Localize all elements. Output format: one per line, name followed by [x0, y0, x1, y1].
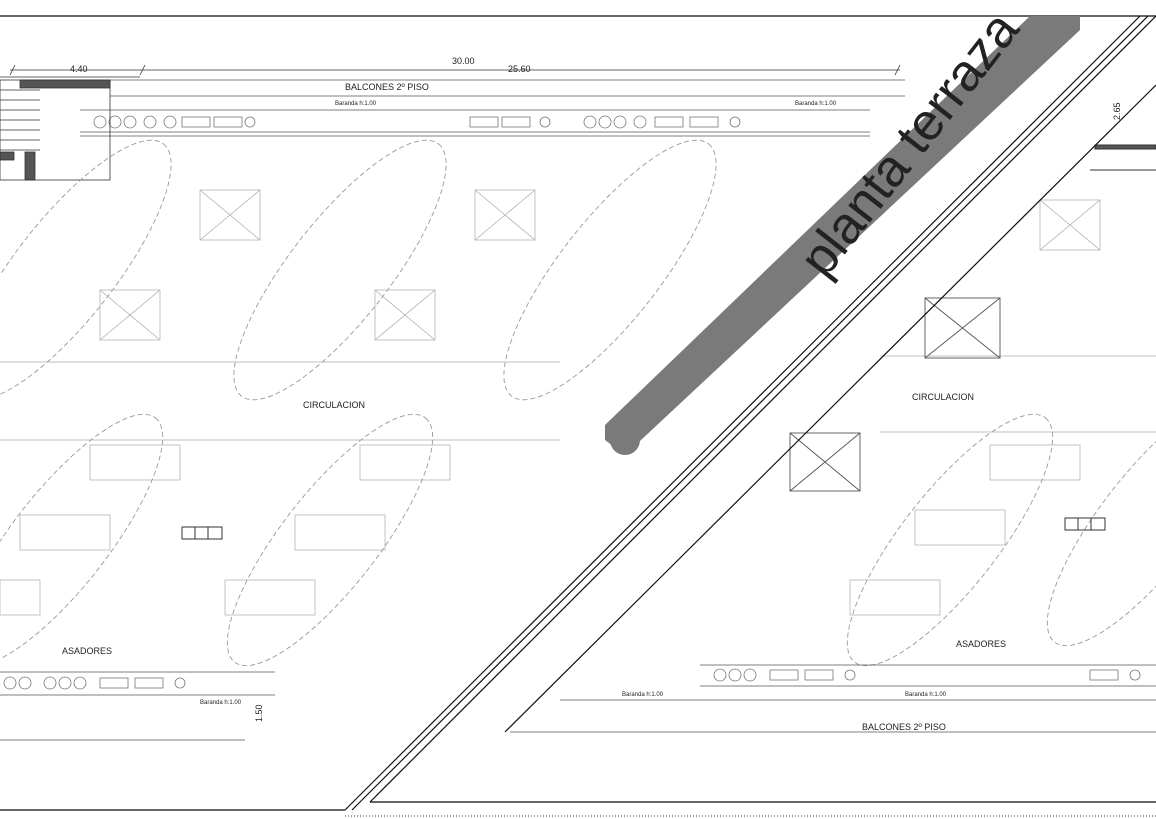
asadores-label-right: ASADORES	[956, 639, 1006, 649]
center-shafts	[789, 297, 1001, 492]
ornament-rail-top	[93, 115, 741, 129]
title-band	[605, 16, 1080, 455]
circulacion-label-right: CIRCULACION	[912, 392, 974, 402]
baranda-label-5: Baranda h:1.00	[905, 692, 947, 698]
baranda-label-3: Baranda h:1.00	[200, 700, 242, 706]
title-band-end	[610, 425, 640, 455]
balcones-label-bottom: BALCONES 2º PISO	[862, 722, 946, 732]
circulation-band	[0, 355, 1156, 441]
baranda-label-4: Baranda h:1.00	[622, 692, 664, 698]
right-stair-dim: 2.65	[1112, 102, 1122, 120]
circulacion-label-left: CIRCULACION	[303, 400, 365, 410]
stair-top-right	[1090, 144, 1156, 171]
oval-tables	[0, 139, 1156, 667]
chair-clusters	[0, 189, 1101, 616]
balcony-bottom	[0, 664, 1156, 741]
balcony-top	[80, 79, 905, 137]
plan-title: planta terraza	[789, 1, 1031, 287]
diagonal-cut-lines	[344, 15, 1156, 811]
top-dimension-line	[0, 64, 901, 78]
baranda-label-1: Baranda h:1.00	[335, 101, 377, 107]
left-bay-dim: 4.40	[70, 64, 88, 74]
frame-lines	[0, 15, 1156, 811]
baranda-label-2: Baranda h:1.00	[795, 101, 837, 107]
ornament-rail-bottom	[3, 668, 1141, 690]
asadores-label-left: ASADORES	[62, 646, 112, 656]
grill-symbols	[181, 517, 1106, 540]
stair-top-left	[0, 79, 111, 181]
right-span-dim: 25.60	[508, 64, 531, 74]
balcony-depth-dim: 1.50	[254, 704, 264, 722]
balcones-label-top: BALCONES 2º PISO	[345, 82, 429, 92]
total-width-dim: 30.00	[452, 56, 475, 66]
